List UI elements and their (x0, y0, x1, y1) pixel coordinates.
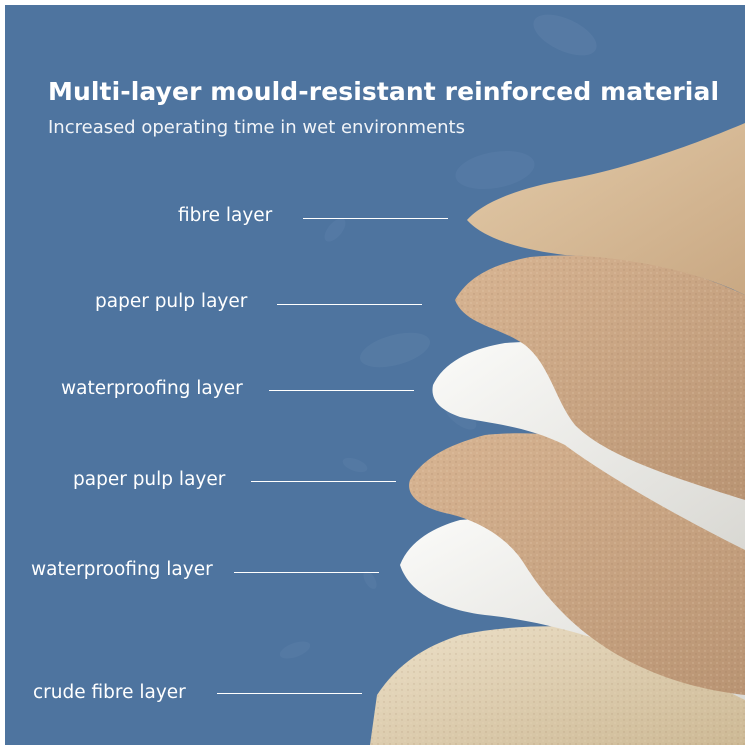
leader-line-paper-pulp-lower (251, 481, 396, 482)
leaf-decoration (279, 641, 311, 659)
subheadline: Increased operating time in wet environm… (48, 117, 465, 138)
headline: Multi-layer mould-resistant reinforced m… (48, 77, 720, 106)
fibre-sheet (467, 123, 745, 295)
leaf-decoration (455, 150, 535, 190)
leader-line-waterproofing-lower (234, 572, 379, 573)
layer-label-fibre: fibre layer (178, 205, 273, 226)
layer-label-paper-pulp-upper: paper pulp layer (95, 291, 248, 312)
leader-line-waterproofing-upper (269, 390, 414, 391)
paper-pulp-texture-upper (455, 255, 745, 500)
leaf-decoration (324, 218, 346, 242)
layer-label-paper-pulp-lower: paper pulp layer (73, 469, 226, 490)
leaf-decoration (342, 457, 368, 473)
material-stack-illustration (370, 123, 745, 745)
leader-line-fibre (303, 218, 448, 219)
leader-line-paper-pulp-upper (277, 304, 422, 305)
leaf-decoration (533, 14, 597, 56)
leaf-decoration (360, 332, 430, 368)
layer-label-waterproofing-upper: waterproofing layer (61, 378, 243, 399)
leader-line-crude-fibre (217, 693, 362, 694)
layer-label-crude-fibre: crude fibre layer (33, 682, 186, 703)
infographic-panel: Multi-layer mould-resistant reinforced m… (5, 5, 745, 745)
leaf-decoration (363, 570, 377, 590)
layer-label-waterproofing-lower: waterproofing layer (31, 559, 213, 580)
